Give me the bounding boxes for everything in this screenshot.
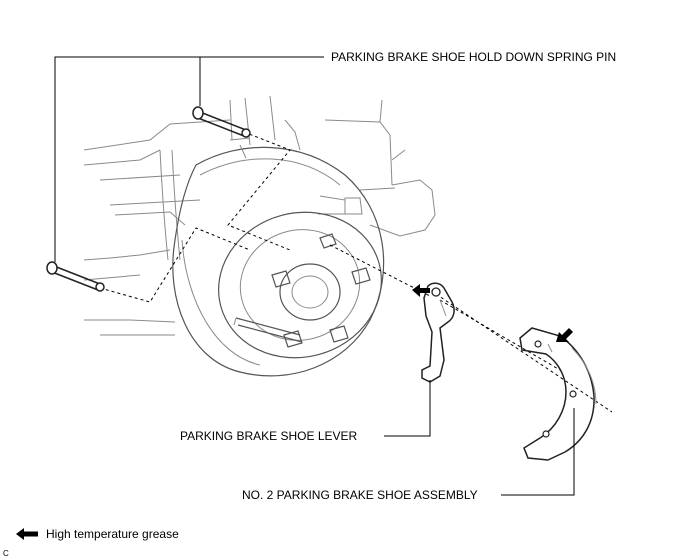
no2-parking-brake-shoe-assembly: [519, 327, 597, 461]
alignment-lines: [99, 131, 613, 413]
leader-lines: [54, 56, 575, 496]
hub-studs: [271, 233, 371, 348]
axle-hub: [218, 211, 382, 359]
legend-text: High temperature grease: [46, 527, 179, 541]
corner-code: C: [3, 549, 9, 558]
grease-arrow-icon-lever: [412, 284, 430, 297]
hold-down-spring-pin-upper: [192, 106, 251, 138]
label-shoe-assembly: NO. 2 PARKING BRAKE SHOE ASSEMBLY: [242, 488, 478, 502]
backing-plate: [172, 144, 385, 377]
legend: High temperature grease: [16, 527, 179, 541]
label-hold-down-spring-pin: PARKING BRAKE SHOE HOLD DOWN SPRING PIN: [331, 50, 616, 64]
label-shoe-lever: PARKING BRAKE SHOE LEVER: [180, 429, 357, 443]
hold-down-spring-pin-lower: [46, 261, 105, 292]
grease-arrow-icon-shoe: [556, 328, 573, 342]
parking-brake-shoe-lever: [421, 282, 455, 383]
vehicle-body-background: [83, 95, 436, 336]
filled-arrow-left-icon: [16, 528, 38, 540]
